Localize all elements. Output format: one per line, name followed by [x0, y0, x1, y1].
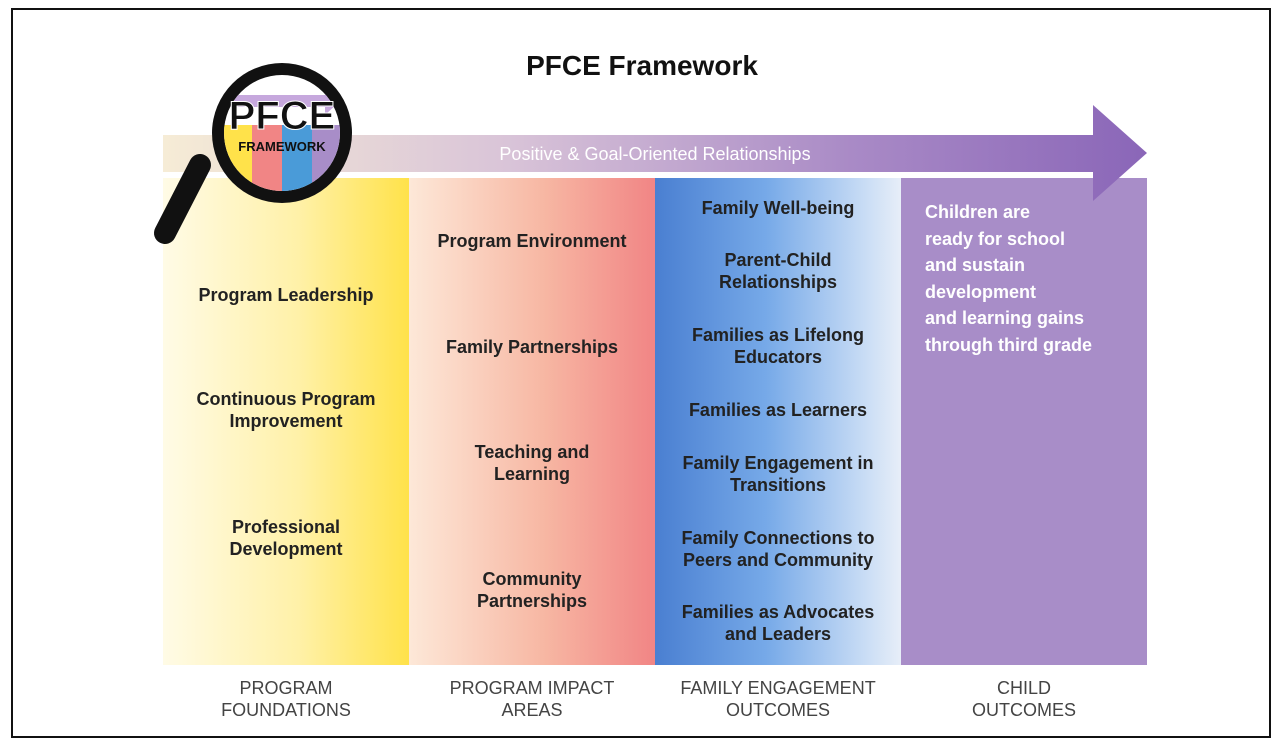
column-child-outcomes	[901, 178, 1147, 665]
band-label: Positive & Goal-Oriented Relationships	[499, 144, 811, 164]
item-family-partnerships: Family Partnerships	[445, 337, 619, 357]
item-program-leadership: Program Leadership	[198, 285, 374, 305]
magnifying-glass-icon	[154, 63, 352, 244]
logo-text-pfce: PFCE	[229, 94, 336, 138]
page-title: PFCE Framework	[526, 50, 758, 81]
column-program-foundations	[163, 178, 409, 665]
item-family-well-being: Family Well-being	[701, 198, 855, 218]
pfce-logo: PFCE FRAMEWORK	[154, 63, 352, 244]
column-program-impact-areas	[409, 178, 655, 665]
relationships-arrow	[163, 105, 1147, 201]
child-outcome-text: Children are ready for school and sustai…	[925, 202, 1092, 355]
arrow-band-shape	[163, 105, 1147, 201]
item-program-environment: Program Environment	[437, 231, 627, 251]
column-family-engagement-outcomes	[655, 178, 901, 665]
logo-text-framework: FRAMEWORK	[238, 139, 326, 154]
item-families-as-learners: Families as Learners	[688, 400, 868, 420]
